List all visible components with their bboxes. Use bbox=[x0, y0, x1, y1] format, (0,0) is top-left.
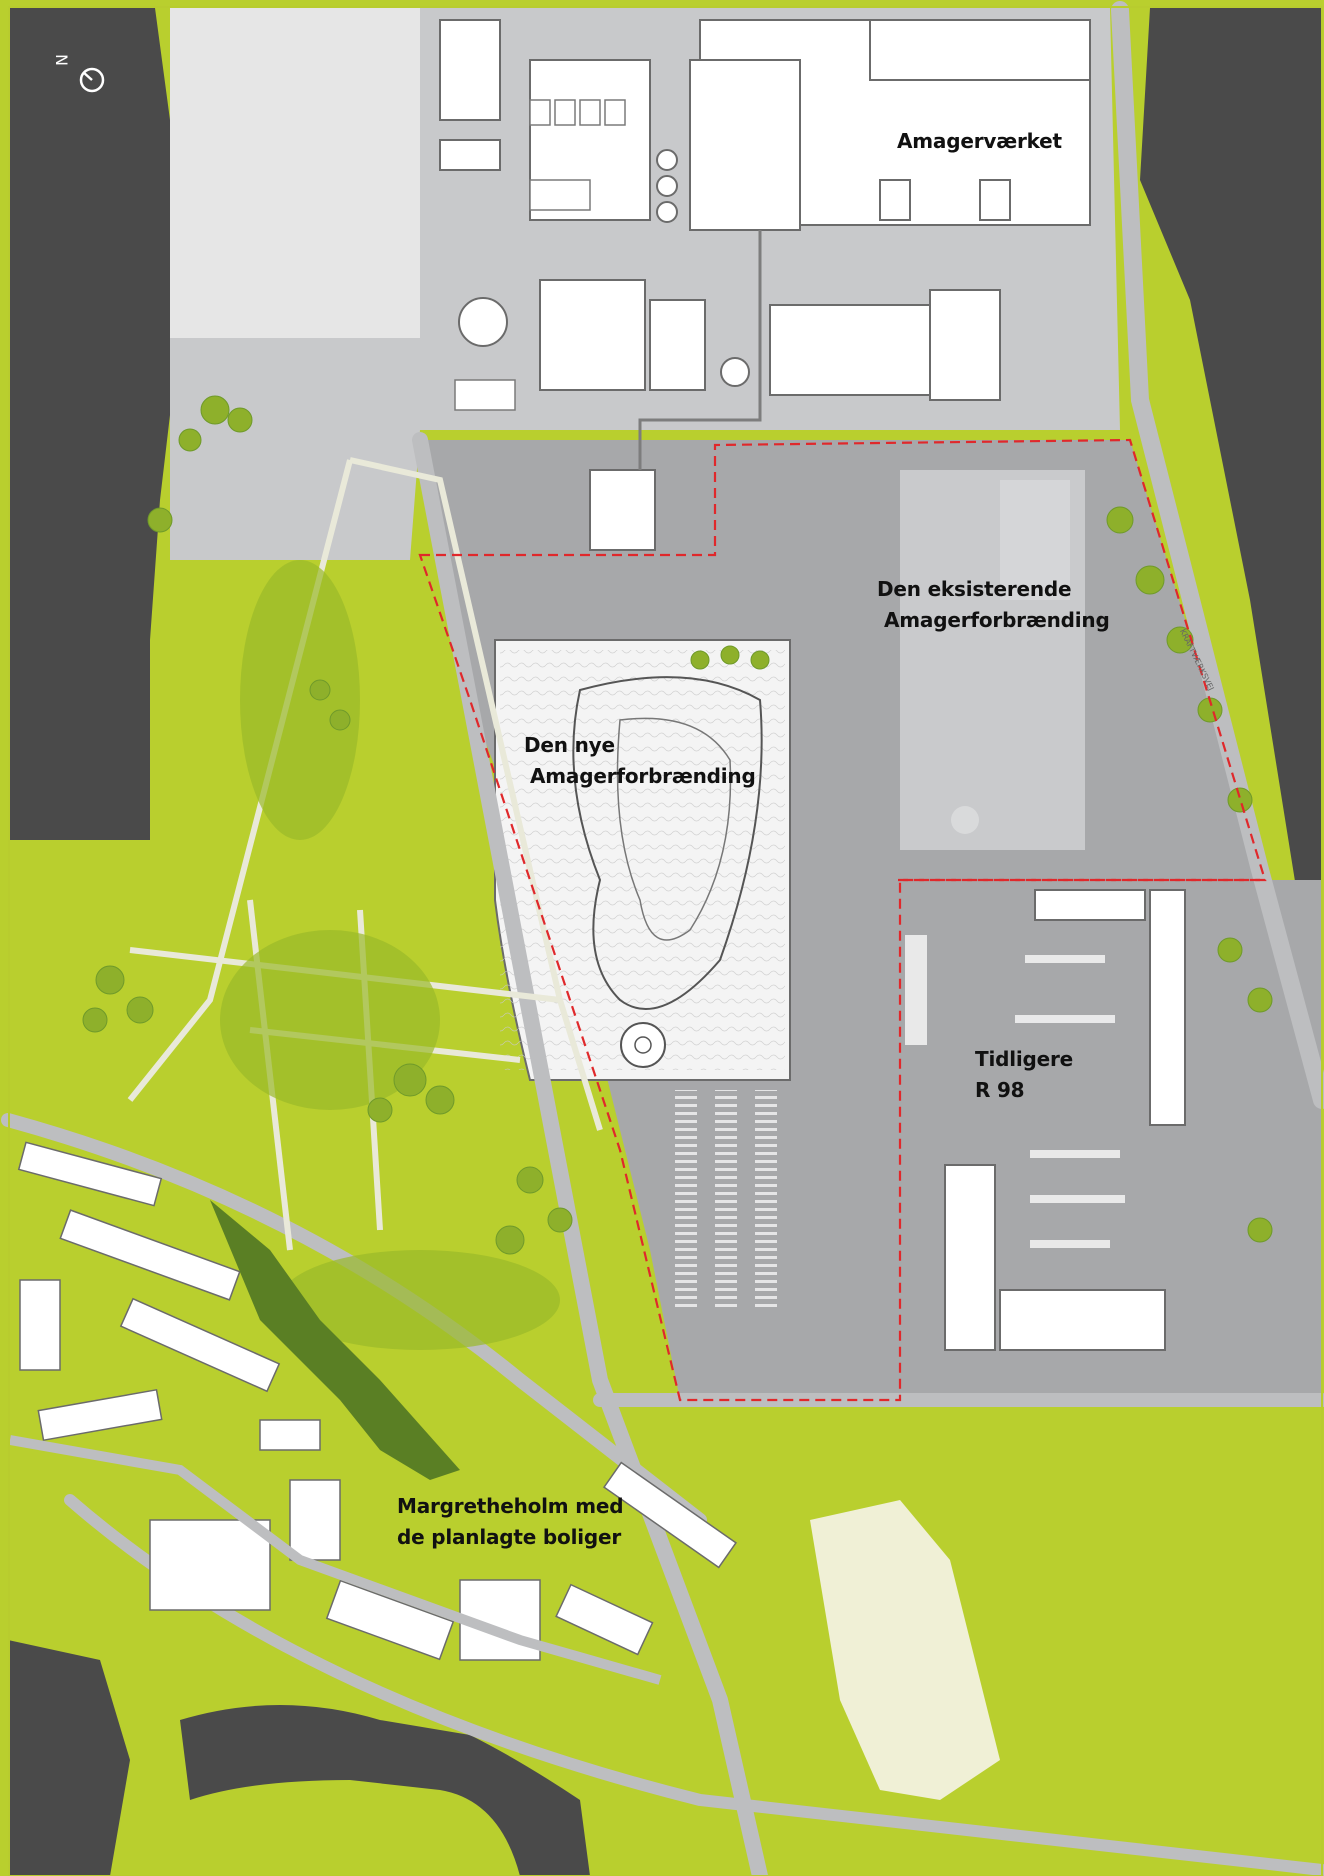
water-bottom-canal bbox=[180, 1705, 590, 1876]
trees bbox=[82, 395, 1273, 1255]
water-left-canal bbox=[8, 8, 190, 840]
map-frame bbox=[8, 6, 1323, 1876]
compass-icon: N bbox=[48, 48, 108, 96]
paved-top-left bbox=[170, 8, 420, 338]
new-plant-ski-slope bbox=[572, 676, 763, 1010]
industrial-tanks bbox=[458, 149, 750, 387]
housing-blocks bbox=[17, 1141, 737, 1661]
small-industrial-blocks bbox=[454, 99, 626, 411]
existing-plant-round bbox=[951, 806, 979, 834]
compass-letter: N bbox=[52, 54, 71, 66]
parking-rows-south bbox=[675, 1090, 777, 1310]
label-margretheholm-line2: de planlagte boliger bbox=[397, 1525, 622, 1549]
label-existing-line1: Den eksisterende bbox=[877, 577, 1072, 601]
amagervaerket-buildings bbox=[439, 19, 1091, 551]
pipe-line bbox=[638, 230, 762, 470]
r98-building-left bbox=[944, 1164, 996, 1351]
housing-grey-street bbox=[9, 1435, 662, 1685]
label-existing-line2: Amagerforbrænding bbox=[884, 608, 1110, 632]
label-r98-line2: R 98 bbox=[975, 1078, 1025, 1102]
label-existing-plant: Den eksisterende Amagerforbrænding bbox=[877, 574, 1110, 636]
r98-parking-rows bbox=[905, 935, 1125, 1248]
label-r98-line1: Tidligere bbox=[975, 1047, 1074, 1071]
r98-building-long bbox=[1149, 889, 1186, 1126]
existing-plant-core bbox=[1000, 480, 1070, 600]
label-new-line1: Den nye bbox=[524, 733, 615, 757]
water-bottom-left bbox=[8, 1640, 130, 1876]
label-new-plant: Den nye Amagerforbrænding bbox=[524, 730, 756, 792]
green-berm bbox=[210, 1200, 460, 1480]
label-new-line2: Amagerforbrænding bbox=[530, 764, 756, 788]
label-margretheholm-line1: Margretheholm med bbox=[397, 1494, 624, 1518]
label-amagervaerket: Amagerværket bbox=[897, 126, 1062, 157]
new-plant-roof-contours bbox=[500, 650, 785, 1070]
r98-building-low bbox=[999, 1289, 1166, 1351]
new-plant-chimney bbox=[620, 1022, 666, 1068]
water-right-harbor bbox=[1140, 8, 1322, 1050]
label-amagervaerket-text: Amagerværket bbox=[897, 129, 1062, 153]
label-margretheholm: Margretheholm med de planlagte boliger bbox=[397, 1491, 624, 1553]
park-dark-green bbox=[220, 560, 560, 1350]
plaza-bottom bbox=[810, 1500, 1000, 1800]
new-plant-ski-slope-inner bbox=[616, 717, 732, 941]
site-boundary bbox=[418, 438, 1267, 1402]
label-r98: Tidligere R 98 bbox=[975, 1044, 1073, 1106]
r98-building-top bbox=[1034, 889, 1146, 921]
